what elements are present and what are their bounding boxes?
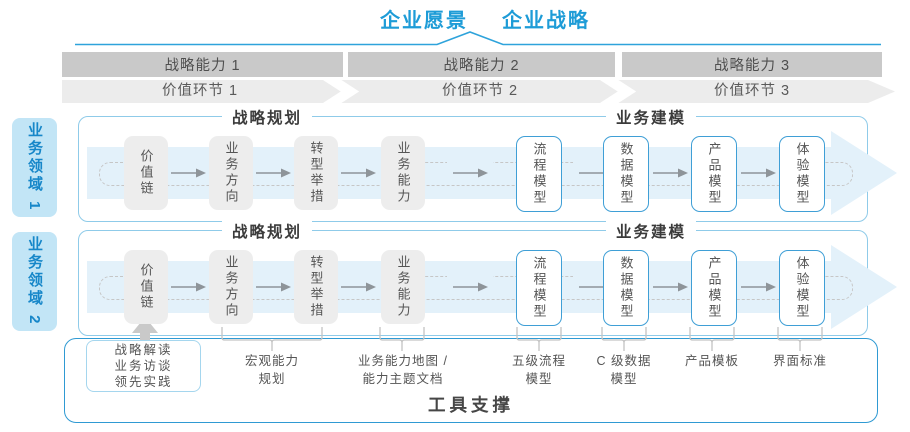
business-domain-row-1: 战略规划 业务建模 价值链 业务方向 转型举措 业务能力 流程模型 数据模型 产… [78, 106, 897, 222]
chevron-right-icon [600, 71, 637, 110]
domain-side-label-1: 业务领域 1 [12, 118, 57, 217]
flow-box-data-model: 数据模型 [603, 250, 649, 326]
flow-box-value-chain: 价值链 [124, 250, 168, 324]
flow-arrow-icon [250, 161, 296, 185]
flow-box-biz-capability: 业务能力 [381, 136, 425, 210]
flow-box-biz-direction: 业务方向 [209, 250, 253, 324]
tool-support-label: 工具支撑 [428, 395, 514, 415]
business-domain-row-2: 战略规划 业务建模 价值链 业务方向 转型举措 业务能力 流程模型 数据模型 产… [78, 220, 897, 336]
page-title: 企业愿景 企业战略 [15, 4, 910, 33]
flow-arrow-icon [447, 275, 493, 299]
flow-arrow-icon [335, 161, 381, 185]
flow-box-process-model: 流程模型 [516, 250, 562, 326]
flow-arrow-icon [735, 275, 781, 299]
flow-box-experience-model: 体验模型 [779, 250, 825, 326]
practice-box: 战略解读 业务访谈 领先实践 [86, 340, 201, 392]
flow-box-transformation: 转型举措 [294, 136, 338, 210]
capability-bar-1: 战略能力 1 [62, 52, 343, 77]
annotation-capability-map: 业务能力地图 / 能力主题文档 [358, 354, 448, 386]
flow-arrow-icon [735, 161, 781, 185]
annotation-ui-standard: 界面标准 [772, 354, 827, 368]
flow-arrows [165, 161, 781, 185]
flow-box-product-model: 产品模型 [691, 136, 737, 212]
value-link-label-1: 价值环节 1 [161, 83, 239, 99]
flow-arrow-icon [647, 275, 693, 299]
annotation-data-model: C 级数据 模型 [596, 354, 652, 386]
domain-side-label-2: 业务领域 2 [12, 232, 57, 331]
planning-header: 战略规划 [221, 220, 313, 242]
flow-arrow-icon [647, 161, 693, 185]
planning-header: 战略规划 [221, 106, 313, 128]
flow-box-product-model: 产品模型 [691, 250, 737, 326]
annotation-process-model: 五级流程 模型 [511, 354, 566, 386]
flow-arrow-icon [447, 161, 493, 185]
value-link-label-2: 价值环节 2 [441, 83, 519, 99]
annotation-product-template: 产品模板 [684, 354, 739, 368]
capability-bar-3: 战略能力 3 [622, 52, 882, 77]
capability-bar-2: 战略能力 2 [348, 52, 615, 77]
flow-box-transformation: 转型举措 [294, 250, 338, 324]
vision-pointer-line [75, 31, 881, 46]
vision-title: 企业愿景 [380, 10, 468, 32]
flow-box-biz-direction: 业务方向 [209, 136, 253, 210]
annotation-macro-capability: 宏观能力 规划 [244, 354, 299, 386]
flow-box-value-chain: 价值链 [124, 136, 168, 210]
flow-arrow-icon [250, 275, 296, 299]
flow-box-process-model: 流程模型 [516, 136, 562, 212]
strategy-title: 企业战略 [502, 10, 590, 32]
flow-arrow-icon [335, 275, 381, 299]
flow-box-experience-model: 体验模型 [779, 136, 825, 212]
flow-box-biz-capability: 业务能力 [381, 250, 425, 324]
flow-arrow-icon [165, 275, 211, 299]
flow-box-data-model: 数据模型 [603, 136, 649, 212]
flow-arrow-icon [165, 161, 211, 185]
chevron-right-icon [323, 71, 360, 110]
modeling-header: 业务建模 [605, 106, 697, 128]
modeling-header: 业务建模 [605, 220, 697, 242]
flow-arrows [165, 275, 781, 299]
value-link-label-3: 价值环节 3 [713, 83, 791, 99]
